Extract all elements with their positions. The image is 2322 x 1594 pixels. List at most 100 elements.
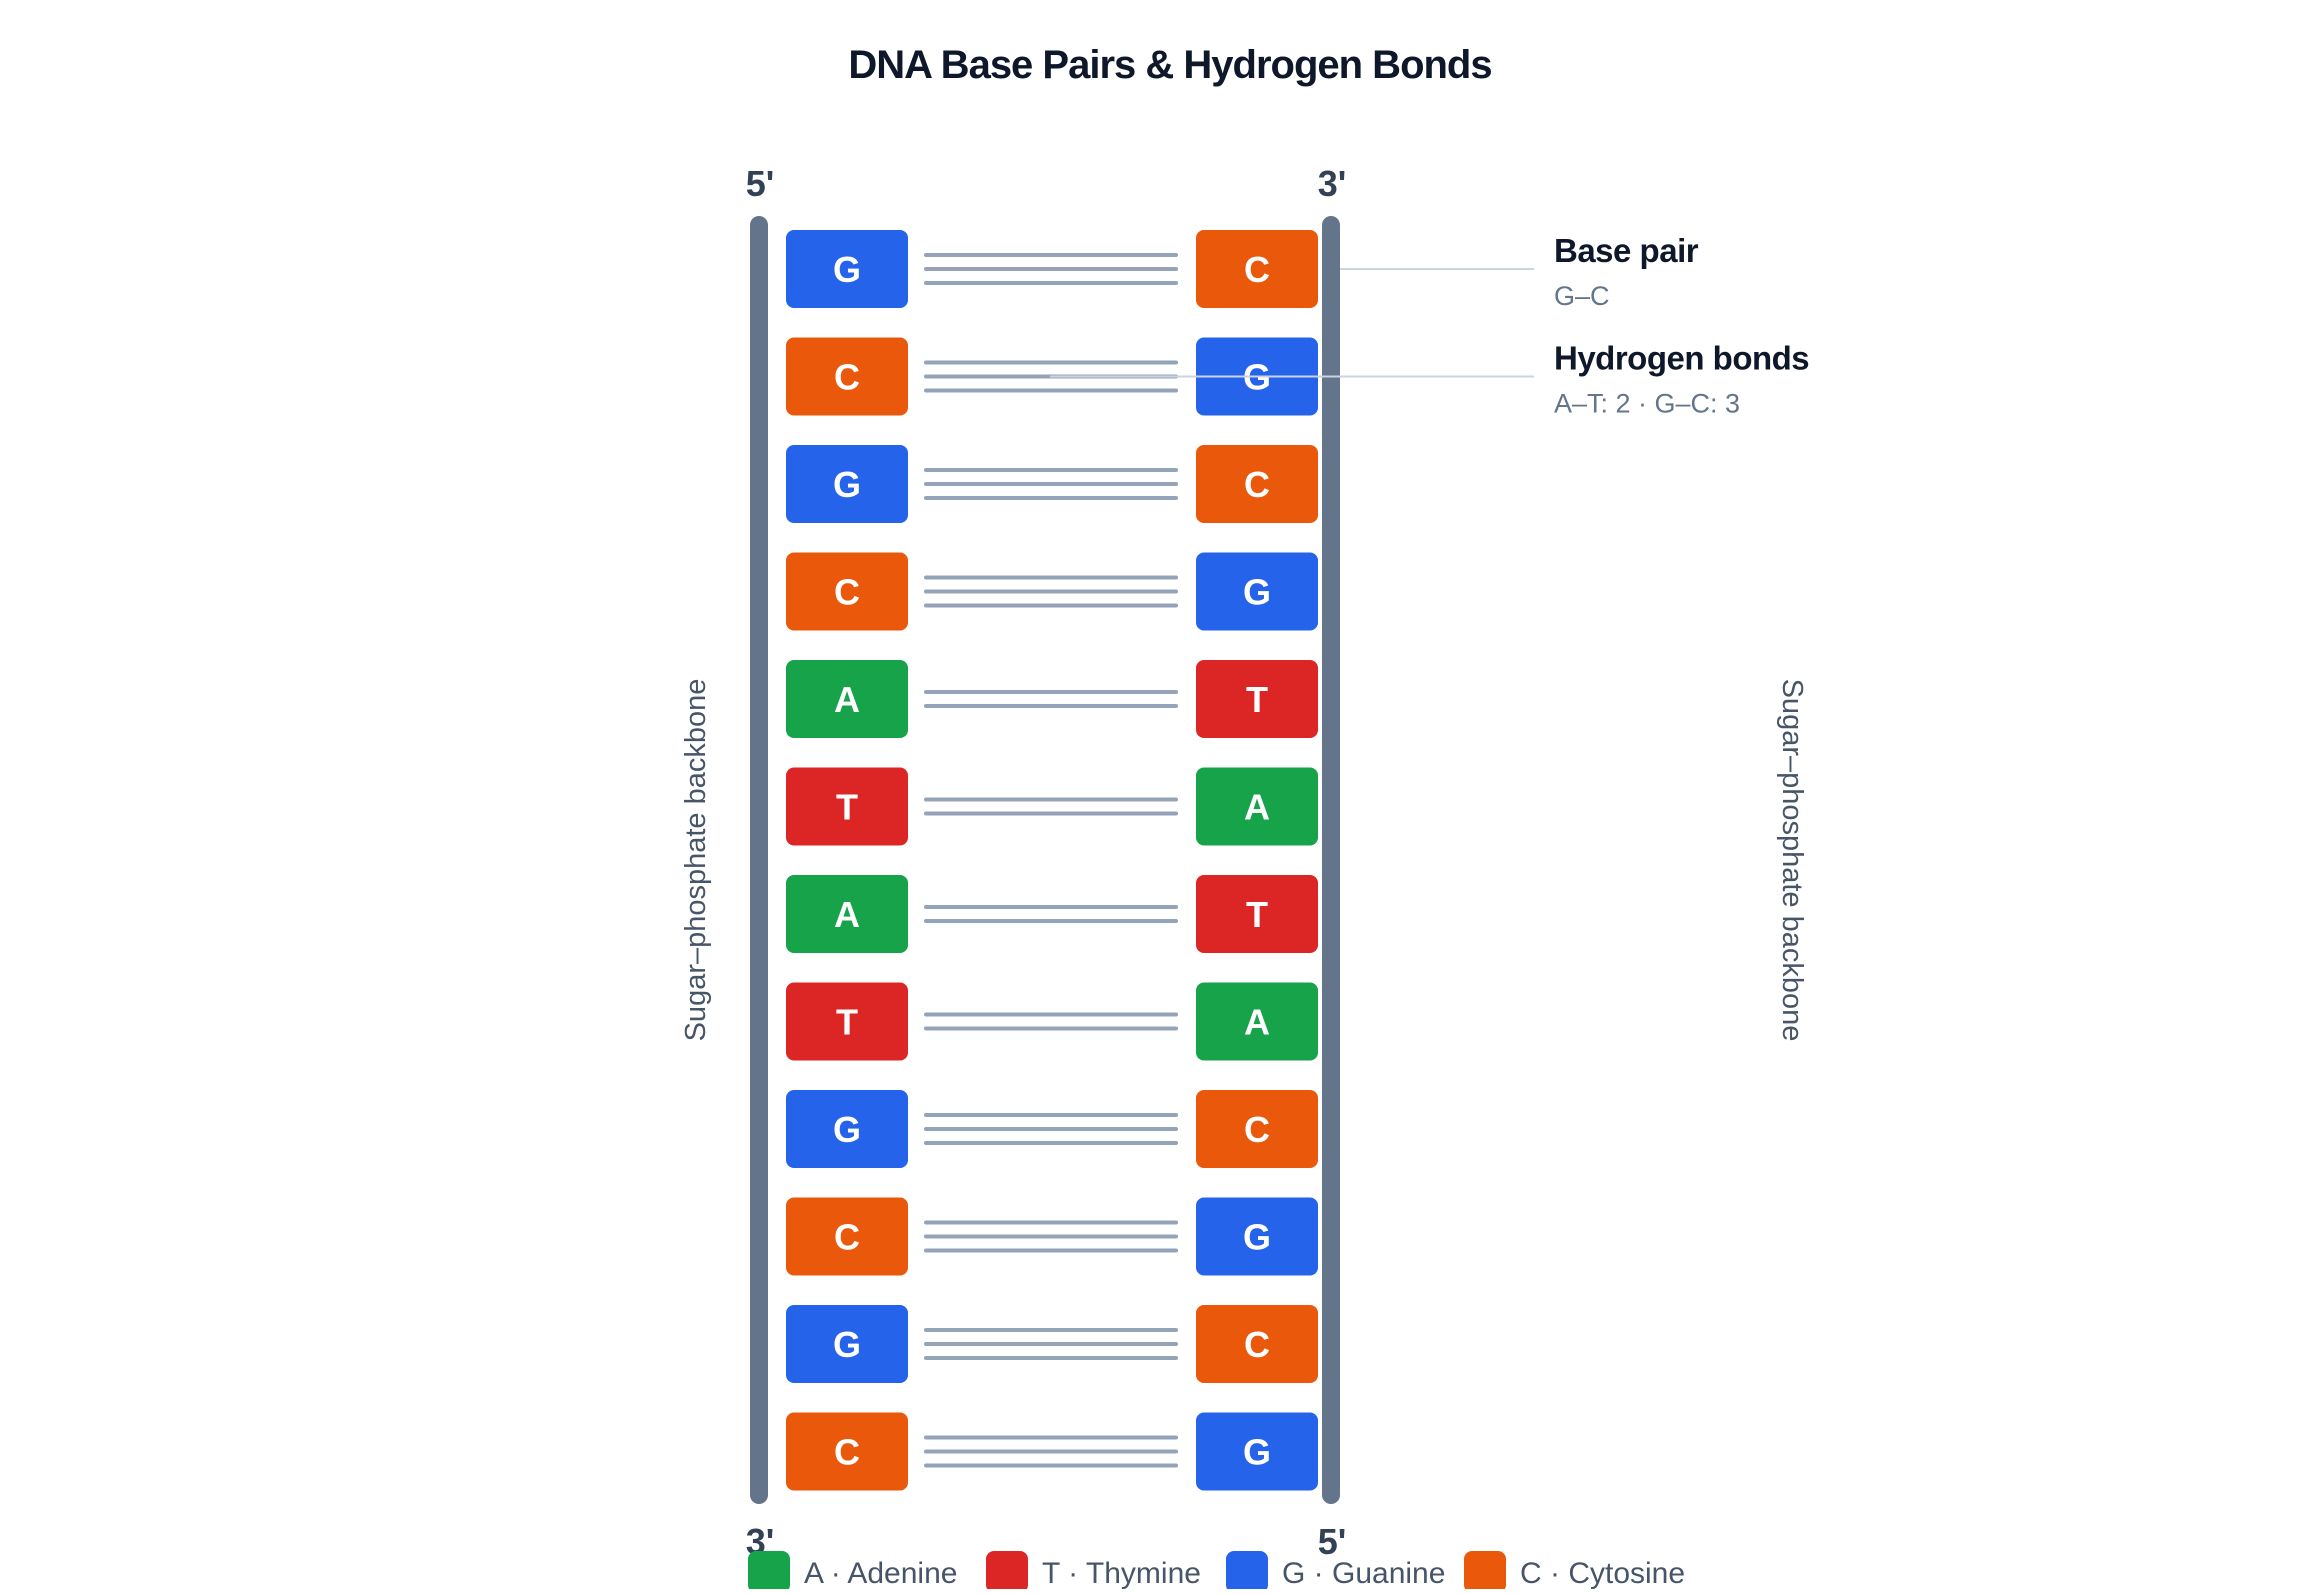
base-letter: G xyxy=(833,464,861,505)
base-box xyxy=(786,660,908,738)
base-letter: C xyxy=(1244,1324,1270,1365)
hydrogen-bonds xyxy=(924,1012,1178,1031)
base-left: C xyxy=(786,1412,908,1491)
base-right: G xyxy=(1196,1412,1318,1491)
base-box xyxy=(786,552,908,631)
base-left: G xyxy=(786,1090,908,1168)
base-box xyxy=(1196,1305,1318,1383)
base-box xyxy=(1196,552,1318,631)
legend-item-G: G · Guanine xyxy=(1226,1551,1445,1593)
base-letter: G xyxy=(833,249,861,290)
base-left: C xyxy=(786,552,908,631)
base-letter: A xyxy=(1244,1002,1270,1043)
legend-swatch xyxy=(1226,1551,1268,1593)
legend-label: G · Guanine xyxy=(1282,1557,1445,1589)
annotation-title: Base pair xyxy=(1554,232,1699,269)
base-letter: A xyxy=(834,894,860,935)
backbone-left xyxy=(750,216,768,1504)
hydrogen-bonds xyxy=(924,253,1178,285)
hydrogen-bonds xyxy=(924,575,1178,608)
backbone-label-right: Sugar–phosphate backbone xyxy=(1776,679,1808,1042)
legend-swatch xyxy=(986,1551,1028,1593)
base-box xyxy=(1196,1090,1318,1168)
base-right: G xyxy=(1196,1197,1318,1276)
base-box xyxy=(1196,660,1318,738)
strand-end-right-top: 3' xyxy=(1318,163,1347,204)
base-left: G xyxy=(786,230,908,308)
legend-swatch xyxy=(748,1551,790,1593)
strand-end-right-bottom: 5' xyxy=(1318,1521,1347,1562)
base-letter: G xyxy=(1243,1217,1271,1258)
base-right: G xyxy=(1196,552,1318,631)
base-right: C xyxy=(1196,1305,1318,1383)
base-box xyxy=(786,230,908,308)
base-left: C xyxy=(786,1197,908,1276)
base-right: T xyxy=(1196,875,1318,953)
base-left: G xyxy=(786,1305,908,1383)
base-right: A xyxy=(1196,982,1318,1061)
backbone-label-left: Sugar–phosphate backbone xyxy=(680,679,712,1042)
hydrogen-bonds xyxy=(924,1113,1178,1145)
base-letter: C xyxy=(1244,249,1270,290)
base-box xyxy=(786,1305,908,1383)
hydrogen-bonds xyxy=(924,905,1178,923)
base-box xyxy=(786,1197,908,1276)
base-box xyxy=(1196,875,1318,953)
annotation-subtitle: A–T: 2 · G–C: 3 xyxy=(1554,389,1740,419)
base-letter: T xyxy=(1246,894,1268,935)
base-left: T xyxy=(786,982,908,1061)
base-left: A xyxy=(786,660,908,738)
base-letter: T xyxy=(1246,679,1268,720)
hydrogen-bonds xyxy=(924,797,1178,816)
legend-label: T · Thymine xyxy=(1042,1557,1201,1589)
base-box xyxy=(1196,982,1318,1061)
annotation-title: Hydrogen bonds xyxy=(1554,340,1809,377)
base-letter: A xyxy=(834,679,860,720)
base-left: A xyxy=(786,875,908,953)
base-box xyxy=(786,1090,908,1168)
hydrogen-bonds xyxy=(924,690,1178,708)
base-left: G xyxy=(786,445,908,523)
legend-item-A: A · Adenine xyxy=(748,1551,957,1593)
base-letter: C xyxy=(1244,464,1270,505)
base-right: C xyxy=(1196,230,1318,308)
base-right: C xyxy=(1196,1090,1318,1168)
base-letter: T xyxy=(836,787,858,828)
base-box xyxy=(786,1412,908,1491)
hydrogen-bonds xyxy=(924,468,1178,500)
base-right: T xyxy=(1196,660,1318,738)
base-letter: C xyxy=(834,357,860,398)
strand-end-left-top: 5' xyxy=(746,163,775,204)
base-letter: G xyxy=(1243,1432,1271,1473)
legend-label: C · Cytosine xyxy=(1520,1557,1685,1589)
hydrogen-bonds xyxy=(924,1220,1178,1253)
base-right: A xyxy=(1196,767,1318,846)
legend-item-C: C · Cytosine xyxy=(1464,1551,1685,1593)
annotation-subtitle: G–C xyxy=(1554,281,1610,311)
legend-swatch xyxy=(1464,1551,1506,1593)
base-letter: C xyxy=(834,572,860,613)
base-left: T xyxy=(786,767,908,846)
base-box xyxy=(1196,1197,1318,1276)
base-box xyxy=(786,982,908,1061)
base-letter: A xyxy=(1244,787,1270,828)
base-box xyxy=(1196,1412,1318,1491)
base-letter: T xyxy=(836,1002,858,1043)
base-letter: G xyxy=(833,1324,861,1365)
base-box xyxy=(1196,445,1318,523)
legend-item-T: T · Thymine xyxy=(986,1551,1201,1593)
legend-label: A · Adenine xyxy=(804,1557,957,1589)
